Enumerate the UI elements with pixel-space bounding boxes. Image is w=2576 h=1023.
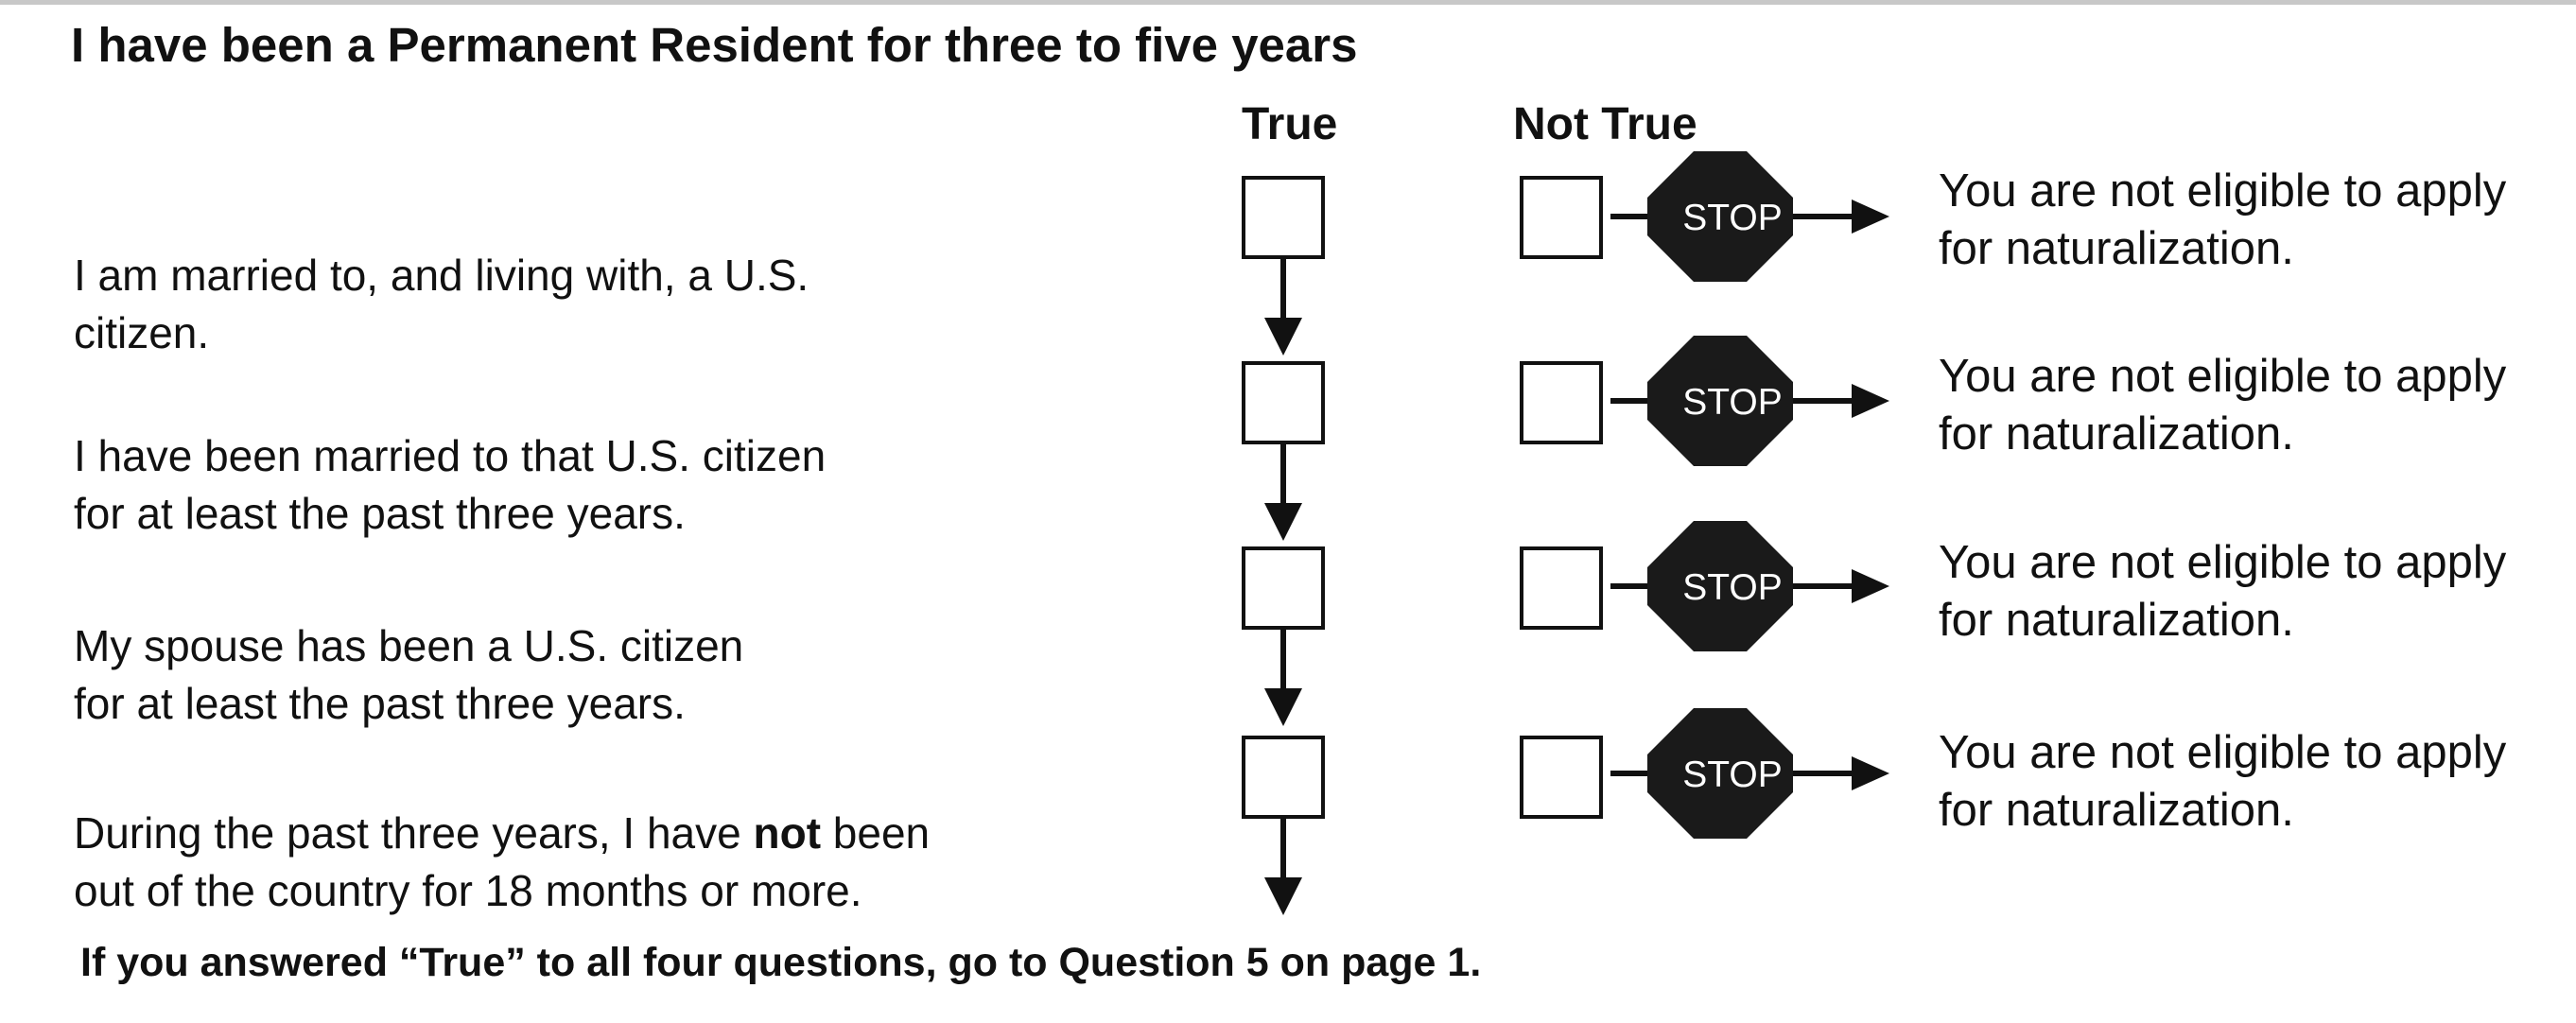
true-flow-connectors bbox=[1264, 259, 1302, 915]
stop-sign-icon bbox=[1647, 336, 1793, 466]
statement-4: During the past three years, I have not … bbox=[74, 747, 930, 920]
statement-4-text-b: been out of the country for 18 months or… bbox=[74, 808, 931, 915]
statement-1-text: I am married to, and living with, a U.S.… bbox=[74, 251, 809, 357]
statement-1: I am married to, and living with, a U.S.… bbox=[74, 189, 809, 362]
stop-sign-icon bbox=[1647, 521, 1793, 651]
not-true-row-4: STOP bbox=[1610, 708, 1889, 839]
checkbox-true-2[interactable] bbox=[1242, 361, 1325, 444]
right-arrow-icon bbox=[1852, 569, 1889, 603]
right-arrow-icon bbox=[1852, 384, 1889, 418]
statement-3: My spouse has been a U.S. citizen for at… bbox=[74, 560, 743, 733]
checkbox-not-true-1[interactable] bbox=[1520, 176, 1603, 259]
statement-4-text-a: During the past three years, I have bbox=[74, 808, 754, 858]
statement-3-text: My spouse has been a U.S. citizen for at… bbox=[74, 621, 744, 728]
top-rule bbox=[0, 0, 2576, 5]
checkbox-true-3[interactable] bbox=[1242, 546, 1325, 630]
checkbox-not-true-3[interactable] bbox=[1520, 546, 1603, 630]
stop-sign-label: STOP bbox=[1682, 567, 1782, 608]
page-title: I have been a Permanent Resident for thr… bbox=[71, 18, 1358, 72]
not-true-row-2: STOP bbox=[1610, 336, 1889, 466]
result-4: You are not eligible to apply for natura… bbox=[1939, 727, 2507, 836]
footer-instruction: If you answered “True” to all four quest… bbox=[80, 940, 1482, 985]
down-arrow-icon bbox=[1264, 318, 1302, 355]
statement-2: I have been married to that U.S. citizen… bbox=[74, 370, 826, 543]
checkbox-true-1[interactable] bbox=[1242, 176, 1325, 259]
stop-sign-label: STOP bbox=[1682, 382, 1782, 423]
result-1: You are not eligible to apply for natura… bbox=[1939, 165, 2507, 274]
stop-sign-icon bbox=[1647, 708, 1793, 839]
statement-4-emphasis: not bbox=[753, 808, 822, 858]
down-arrow-icon bbox=[1264, 877, 1302, 915]
stop-sign-label: STOP bbox=[1682, 754, 1782, 795]
down-arrow-icon bbox=[1264, 503, 1302, 541]
right-arrow-icon bbox=[1852, 199, 1889, 234]
checkbox-not-true-2[interactable] bbox=[1520, 361, 1603, 444]
right-arrow-icon bbox=[1852, 756, 1889, 790]
down-arrow-icon bbox=[1264, 688, 1302, 726]
stop-sign-icon bbox=[1647, 151, 1793, 282]
result-2: You are not eligible to apply for natura… bbox=[1939, 351, 2507, 459]
not-true-row-1: STOP bbox=[1610, 151, 1889, 282]
checkbox-true-4[interactable] bbox=[1242, 736, 1325, 819]
column-header-true: True bbox=[1242, 99, 1338, 149]
stop-sign-label: STOP bbox=[1682, 198, 1782, 238]
statement-2-text: I have been married to that U.S. citizen… bbox=[74, 431, 827, 538]
checkbox-not-true-4[interactable] bbox=[1520, 736, 1603, 819]
not-true-row-3: STOP bbox=[1610, 521, 1889, 651]
column-header-not-true: Not True bbox=[1513, 99, 1697, 149]
result-3: You are not eligible to apply for natura… bbox=[1939, 537, 2507, 646]
